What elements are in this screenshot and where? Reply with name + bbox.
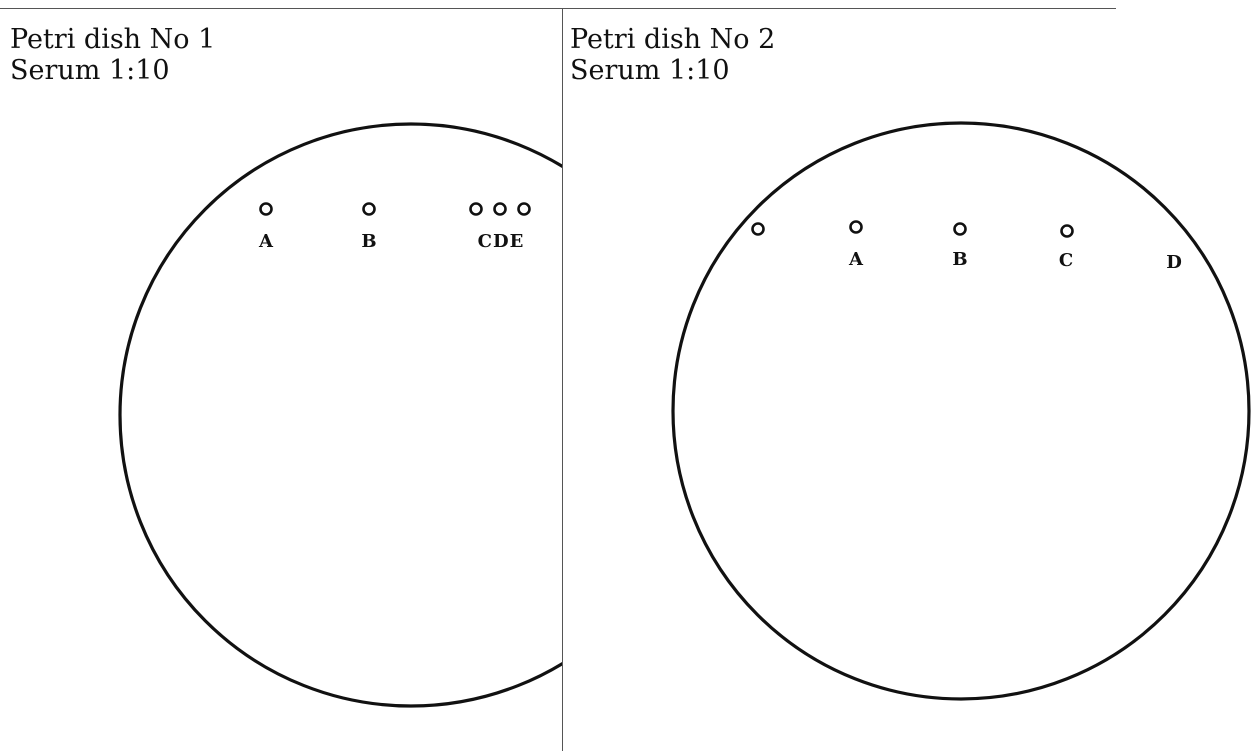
well-a — [259, 202, 273, 216]
well-label-c: C — [1059, 250, 1073, 271]
top-rule — [0, 8, 1116, 9]
dish-panel-1: Petri dish No 1 Serum 1:10 A B CDE — [0, 0, 562, 751]
well-c — [469, 202, 483, 216]
well-b — [362, 202, 376, 216]
dish-title: Petri dish No 1 — [10, 24, 216, 55]
well-c — [1060, 224, 1074, 238]
dish-drawing-2: A B C D — [671, 121, 1251, 701]
well-e — [517, 202, 531, 216]
well-label-a: A — [258, 231, 274, 252]
well-label-b: B — [952, 249, 967, 270]
dish-panel-2: Petri dish No 2 Serum 1:10 A B C D — [563, 0, 1259, 751]
dish-caption-2: Petri dish No 2 Serum 1:10 — [570, 24, 775, 86]
well-label-a: A — [848, 249, 864, 270]
petri-dish-outline — [671, 121, 1251, 701]
dish-title: Petri dish No 2 — [570, 24, 776, 55]
dish-serum-dilution: Serum 1:10 — [570, 55, 730, 86]
well-a — [849, 220, 863, 234]
petri-dish-outline — [118, 122, 562, 708]
well-edge — [751, 222, 765, 236]
dish-caption-1: Petri dish No 1 Serum 1:10 — [10, 24, 215, 86]
dish-drawing-1: A B CDE — [118, 122, 562, 708]
well-label-group: CDE — [478, 231, 525, 252]
well-d — [493, 202, 507, 216]
dish-serum-dilution: Serum 1:10 — [10, 55, 170, 86]
well-label-b: B — [361, 231, 376, 252]
well-b — [953, 222, 967, 236]
well-label-d: D — [1166, 252, 1182, 273]
panel-divider — [562, 8, 563, 751]
